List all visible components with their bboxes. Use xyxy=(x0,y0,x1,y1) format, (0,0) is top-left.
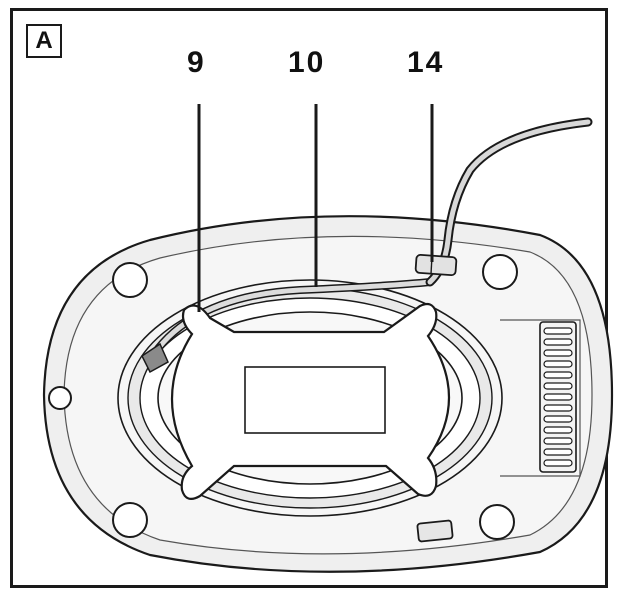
wound-cord-fill xyxy=(147,279,433,363)
mounting-hole xyxy=(479,504,515,540)
mounting-hole xyxy=(482,254,518,290)
vent-slot xyxy=(543,448,573,456)
mounting-hole xyxy=(112,262,148,298)
side-hole xyxy=(48,386,72,410)
callout-label-9: 9 xyxy=(187,46,206,79)
cord-channel-outer xyxy=(117,279,503,517)
panel-letter-box: A xyxy=(26,24,62,58)
label-plate xyxy=(244,366,386,434)
vent-slot xyxy=(543,382,573,390)
callout-label-10: 10 xyxy=(288,46,326,79)
vent-slot xyxy=(543,349,573,357)
vent-slot xyxy=(543,437,573,445)
vent-slot xyxy=(543,404,573,412)
vent-panel-outline xyxy=(500,319,581,477)
vent-slot xyxy=(543,415,573,423)
vent-slot xyxy=(543,371,573,379)
callout-label-14: 14 xyxy=(407,46,445,79)
cord-end-plug xyxy=(141,342,169,374)
vent-slot xyxy=(543,327,573,335)
mounting-hole xyxy=(112,502,148,538)
vent-slots xyxy=(543,327,573,467)
cord-clip xyxy=(414,253,458,277)
vent-slot xyxy=(543,360,573,368)
vent-slot xyxy=(543,393,573,401)
figure-frame xyxy=(10,8,608,588)
vent-slot xyxy=(543,426,573,434)
vent-slot xyxy=(543,459,573,467)
vent-slot xyxy=(543,338,573,346)
bottom-clip xyxy=(416,519,454,543)
